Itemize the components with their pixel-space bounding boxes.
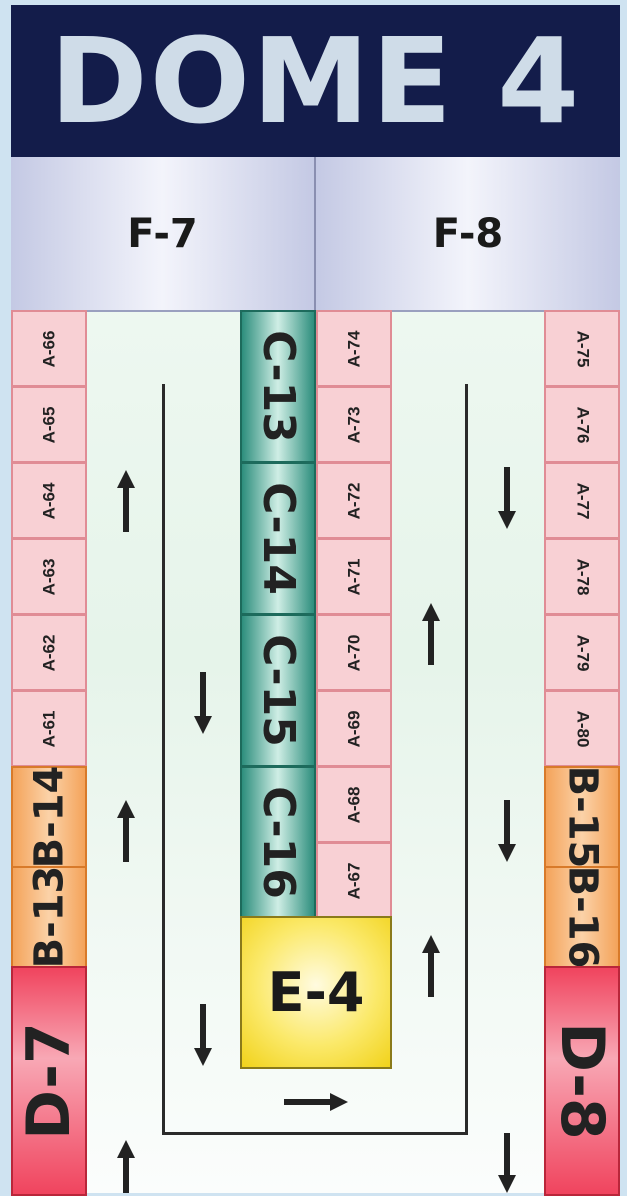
stall-d7-label: D-7	[14, 1022, 85, 1140]
stall-a72[interactable]: A-72	[316, 462, 392, 539]
stall-c16[interactable]: C-16	[240, 766, 316, 919]
stall-d8-label: D-8	[547, 1022, 618, 1140]
stall-a66-label: A-66	[38, 330, 58, 367]
stall-a62[interactable]: A-62	[11, 614, 87, 691]
stall-c16-label: C-16	[252, 786, 304, 899]
up-arrow	[117, 1140, 135, 1193]
stall-c14[interactable]: C-14	[240, 462, 316, 615]
section-f7-label: F-7	[127, 210, 198, 257]
stall-a76-label: A-76	[572, 406, 592, 443]
stall-a64[interactable]: A-64	[11, 462, 87, 539]
down-arrow	[498, 800, 516, 862]
stall-c14-label: C-14	[252, 482, 304, 595]
stall-b15[interactable]: B-15	[544, 766, 620, 868]
stall-c15[interactable]: C-15	[240, 614, 316, 767]
stall-a69-label: A-69	[343, 710, 363, 747]
stall-c13[interactable]: C-13	[240, 310, 316, 463]
section-f8[interactable]: F-8	[316, 157, 620, 312]
stall-b13-label: B-13	[26, 865, 73, 969]
stall-a64-label: A-64	[38, 482, 58, 519]
aisle-line-bottom	[162, 1132, 468, 1135]
aisle-line-right	[465, 384, 468, 1135]
up-arrow	[117, 800, 135, 862]
stall-a77-label: A-77	[572, 482, 592, 519]
map-title: DOME 4	[11, 5, 620, 157]
stall-a71-label: A-71	[343, 558, 363, 595]
stall-a67[interactable]: A-67	[316, 842, 392, 919]
stall-a73[interactable]: A-73	[316, 386, 392, 463]
stall-b16-label: B-16	[559, 865, 606, 969]
stall-a80-label: A-80	[572, 710, 592, 747]
stall-a63[interactable]: A-63	[11, 538, 87, 615]
stall-a67-label: A-67	[343, 862, 363, 899]
stall-a69[interactable]: A-69	[316, 690, 392, 767]
up-arrow	[422, 603, 440, 665]
stall-a65-label: A-65	[38, 406, 58, 443]
stall-a76[interactable]: A-76	[544, 386, 620, 463]
stall-b16[interactable]: B-16	[544, 866, 620, 968]
down-arrow	[194, 1004, 212, 1066]
stall-a79[interactable]: A-79	[544, 614, 620, 691]
stall-a71[interactable]: A-71	[316, 538, 392, 615]
stall-e4[interactable]: E-4	[240, 916, 392, 1069]
stall-a75[interactable]: A-75	[544, 310, 620, 387]
stall-b13[interactable]: B-13	[11, 866, 87, 968]
stall-a68[interactable]: A-68	[316, 766, 392, 843]
down-arrow	[498, 1133, 516, 1193]
section-f7[interactable]: F-7	[11, 157, 314, 312]
stall-a65[interactable]: A-65	[11, 386, 87, 463]
stall-e4-label: E-4	[267, 961, 365, 1024]
section-f8-label: F-8	[432, 210, 504, 257]
stall-a74[interactable]: A-74	[316, 310, 392, 387]
stall-a63-label: A-63	[38, 558, 58, 595]
stall-a61-label: A-61	[38, 710, 58, 747]
stall-a73-label: A-73	[343, 406, 363, 443]
aisle-line-left	[162, 384, 165, 1135]
stall-d8[interactable]: D-8	[544, 966, 620, 1196]
stall-a78-label: A-78	[572, 558, 592, 595]
stall-a75-label: A-75	[572, 330, 592, 367]
stall-b15-label: B-15	[559, 765, 606, 869]
up-arrow	[117, 470, 135, 532]
stall-a66[interactable]: A-66	[11, 310, 87, 387]
stall-a74-label: A-74	[343, 330, 363, 367]
stall-d7[interactable]: D-7	[11, 966, 87, 1196]
stall-a70[interactable]: A-70	[316, 614, 392, 691]
stall-a61[interactable]: A-61	[11, 690, 87, 767]
section-divider	[314, 157, 316, 310]
down-arrow	[498, 467, 516, 529]
stall-a79-label: A-79	[572, 634, 592, 671]
stall-c15-label: C-15	[252, 634, 304, 747]
down-arrow	[194, 672, 212, 734]
stall-a70-label: A-70	[343, 634, 363, 671]
stall-a68-label: A-68	[343, 786, 363, 823]
right-arrow	[284, 1093, 348, 1111]
stall-c13-label: C-13	[252, 330, 304, 443]
stall-a78[interactable]: A-78	[544, 538, 620, 615]
stall-a77[interactable]: A-77	[544, 462, 620, 539]
stall-a62-label: A-62	[38, 634, 58, 671]
stall-a80[interactable]: A-80	[544, 690, 620, 767]
up-arrow	[422, 935, 440, 997]
stall-a72-label: A-72	[343, 482, 363, 519]
stall-b14[interactable]: B-14	[11, 766, 87, 868]
stall-b14-label: B-14	[26, 765, 73, 869]
